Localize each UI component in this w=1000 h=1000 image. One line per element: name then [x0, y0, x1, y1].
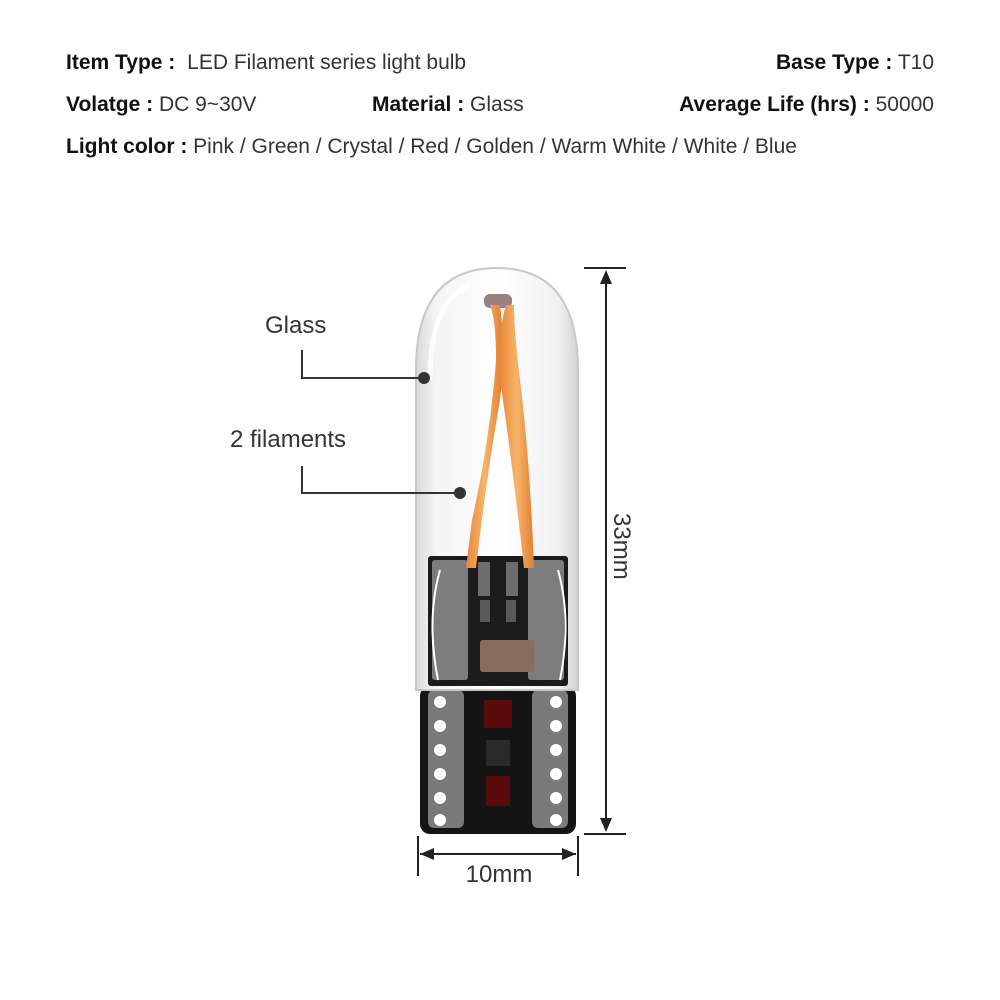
spec-material: Material : Glass [372, 90, 524, 120]
base-type-label: Base Type : [776, 51, 893, 74]
spec-row-2: Volatge : DC 9~30V Material : Glass Aver… [66, 90, 934, 120]
spec-row-3: Light color : Pink / Green / Crystal / R… [66, 132, 934, 162]
height-label: 33mm [608, 513, 635, 580]
filament-holder [484, 294, 512, 308]
filament-left [466, 305, 503, 568]
spec-light-color: Light color : Pink / Green / Crystal / R… [66, 132, 797, 162]
glass-callout-dot [418, 372, 430, 384]
average-life-label: Average Life (hrs) : [679, 93, 870, 116]
spec-voltage: Volatge : DC 9~30V [66, 90, 256, 120]
glass-bulb [415, 266, 579, 691]
filaments-callout-label: 2 filaments [230, 426, 347, 453]
pcb-right-contact [532, 690, 568, 828]
callout-lines [301, 350, 460, 494]
light-color-label: Light color : [66, 135, 188, 158]
base-type-value: T10 [897, 51, 934, 74]
light-color-value: Pink / Green / Crystal / Red / Golden / … [193, 135, 797, 158]
spec-average-life: Average Life (hrs) : 50000 [679, 90, 934, 120]
spec-item-type: Item Type : LED Filament series light bu… [66, 48, 466, 78]
pcb-base [420, 686, 576, 834]
filaments [466, 294, 534, 568]
average-life-value: 50000 [875, 93, 934, 116]
item-type-value: LED Filament series light bulb [187, 51, 467, 74]
filament-right [499, 305, 534, 568]
spec-row-1: Item Type : LED Filament series light bu… [66, 48, 934, 78]
voltage-value: DC 9~30V [158, 93, 257, 116]
voltage-label: Volatge : [66, 93, 154, 116]
item-type-label: Item Type : [66, 51, 176, 74]
material-value: Glass [470, 93, 524, 116]
height-dimension [584, 267, 626, 835]
width-label: 10mm [466, 861, 533, 888]
spec-base-type: Base Type : T10 [776, 48, 934, 78]
material-label: Material : [372, 93, 465, 116]
pcb-left-contact [428, 690, 464, 828]
width-dimension [417, 836, 579, 876]
filament-callout-dot [454, 487, 466, 499]
glass-callout-label: Glass [265, 312, 327, 339]
